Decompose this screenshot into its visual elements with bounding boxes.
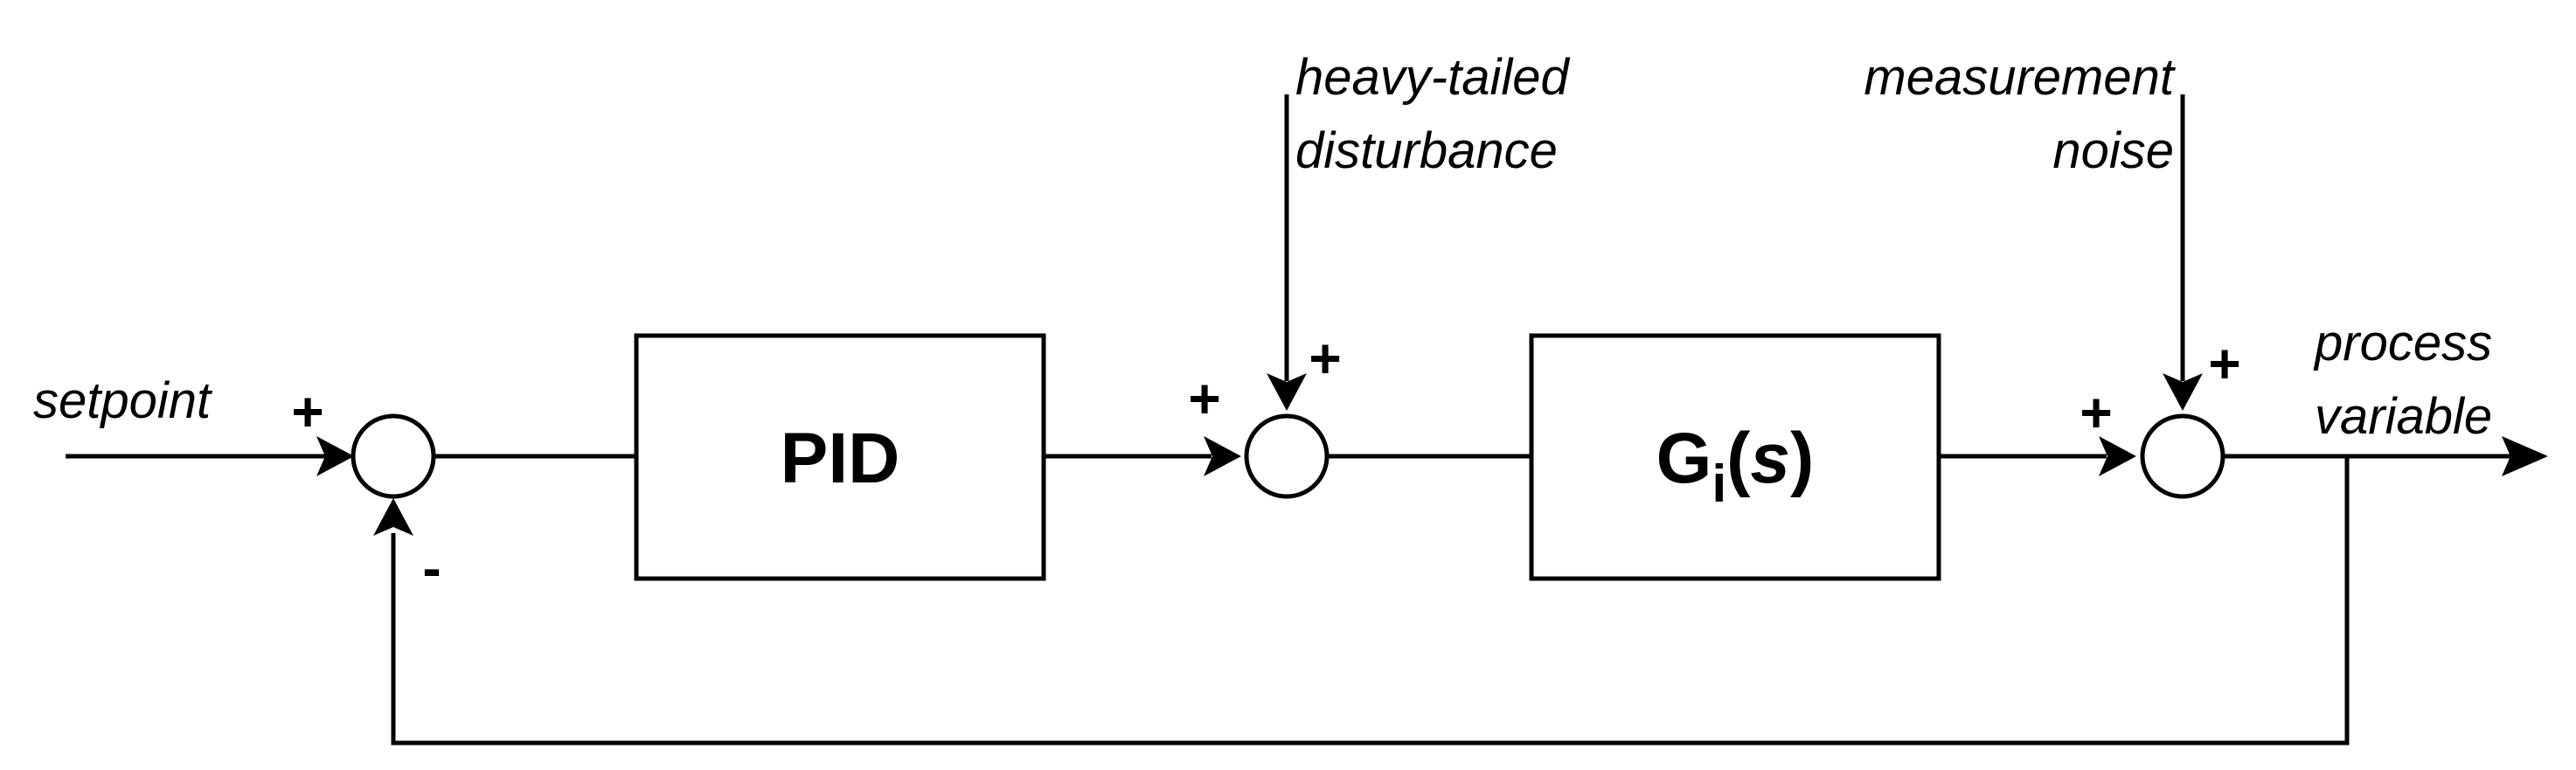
- plant-block: [1529, 333, 1941, 581]
- plant-label-main: G: [1656, 419, 1712, 498]
- summing-junction-3: [2140, 413, 2225, 499]
- plant-label: Gi(s): [1656, 419, 1815, 513]
- feedback-arrowhead: [373, 498, 413, 536]
- sum2-disturbance-sign: +: [1309, 327, 1341, 390]
- setpoint-arrowhead: [316, 436, 354, 476]
- disturbance-label-line2: disturbance: [1295, 122, 1558, 179]
- plant-label-subscript: i: [1712, 454, 1726, 513]
- noise-arrowhead: [2163, 373, 2203, 411]
- plant-label-variable: s: [1750, 419, 1790, 498]
- plant-label-open-paren: (: [1726, 419, 1751, 498]
- pid-block: [634, 333, 1046, 581]
- setpoint-label: setpoint: [33, 372, 213, 429]
- plant-output-arrowhead: [2099, 436, 2136, 476]
- feedback-path: [391, 456, 2350, 746]
- sum3-noise-sign: +: [2208, 332, 2240, 395]
- output-label-line2: variable: [2315, 388, 2492, 445]
- sum1-setpoint-sign: +: [291, 380, 323, 443]
- output-label-line1: process: [2313, 315, 2492, 371]
- sum3-plant-sign: +: [2080, 381, 2112, 444]
- noise-label-line2: noise: [2052, 122, 2174, 179]
- control-arrowhead: [1204, 436, 1241, 476]
- disturbance-arrowhead: [1267, 373, 1307, 411]
- output-arrowhead: [2502, 436, 2548, 476]
- sum1-feedback-sign: -: [422, 537, 441, 600]
- sum2-control-sign: +: [1188, 367, 1220, 430]
- summing-junction-2: [1244, 413, 1330, 499]
- pid-label: PID: [781, 419, 900, 498]
- disturbance-label-line1: heavy-tailed: [1295, 49, 1570, 106]
- noise-label-line1: measurement: [1864, 49, 2176, 106]
- summing-junction-1: [351, 413, 436, 499]
- plant-label-close-paren: ): [1790, 419, 1814, 498]
